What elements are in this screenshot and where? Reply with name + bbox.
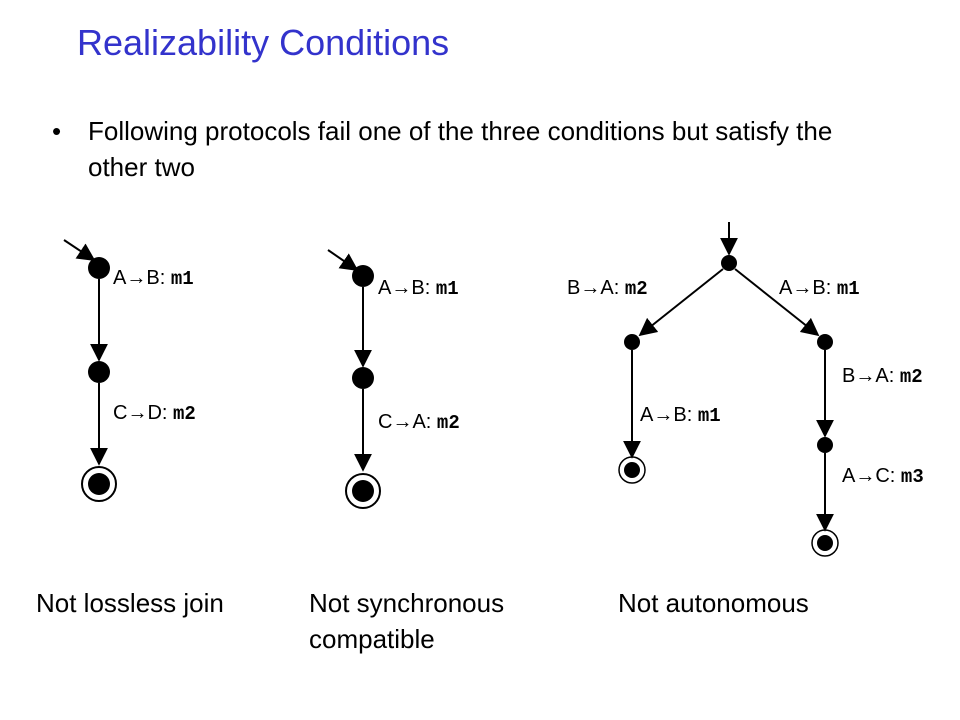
receiver: A [875,365,889,387]
transition-label: A→C: m3 [842,465,924,488]
transition-label: B→A: m2 [842,365,923,388]
separator: : [162,402,173,424]
sender: B [842,365,855,387]
arrow-icon: → [653,404,673,426]
state-node [352,367,374,389]
transition-label: A→B: m1 [378,277,459,300]
separator: : [890,465,901,487]
caption-not-synchronous-compatible: Not synchronous compatible [309,588,505,654]
arrow-icon: → [391,277,411,299]
message: m1 [171,268,194,290]
state-node [88,361,110,383]
state-node [88,257,110,279]
sender: A [640,404,654,426]
diagram-not-autonomous: B→A: m2 A→B: m1 A→B: m1 B→A: m2 A→C: m3 [567,222,924,557]
transition-edge [638,268,724,337]
message: m2 [900,366,923,388]
receiver: A [412,411,426,433]
separator: : [160,267,171,289]
state-node [817,334,833,350]
final-state-node [817,535,833,551]
transition-label: B→A: m2 [567,277,648,300]
receiver: B [146,267,159,289]
final-state-ring [618,456,646,484]
final-state-node [624,462,640,478]
arrow-icon: → [792,277,812,299]
sender: A [779,277,793,299]
separator: : [826,277,837,299]
arrow-icon: → [127,402,147,424]
sender: B [567,277,580,299]
slide-title: Realizability Conditions [77,22,450,63]
arrow-icon: → [580,277,600,299]
message: m1 [698,405,721,427]
separator: : [425,277,436,299]
message: m2 [173,403,196,425]
state-node [817,437,833,453]
receiver: B [812,277,825,299]
diagram-not-lossless-join: A→B: m1 C→D: m2 [63,239,196,502]
transition-label: C→A: m2 [378,411,460,434]
separator: : [687,404,698,426]
transition-label: C→D: m2 [113,402,196,425]
state-node [624,334,640,350]
transition-label: A→B: m1 [640,404,721,427]
arrow-icon: → [126,267,146,289]
message: m1 [436,278,459,300]
initial-arrow [327,249,359,272]
sender: C [113,402,127,424]
arrow-icon: → [855,365,875,387]
initial-arrow [63,239,96,261]
transition-label: A→B: m1 [779,277,860,300]
message: m3 [901,466,924,488]
sender: A [113,267,127,289]
separator: : [426,411,437,433]
final-state-node [352,480,374,502]
receiver: B [673,404,686,426]
transition-edge [734,268,820,337]
transition-label: A→B: m1 [113,267,194,290]
receiver: C [875,465,889,487]
message: m1 [837,278,860,300]
state-node [721,255,737,271]
bullet-dot: • [52,116,62,146]
receiver: B [411,277,424,299]
sender: A [378,277,392,299]
arrow-icon: → [855,465,875,487]
final-state-ring [81,466,117,502]
arrow-icon: → [392,411,412,433]
diagram-not-synchronous-compatible: A→B: m1 C→A: m2 [327,249,460,509]
final-state-ring [811,529,839,557]
sender: C [378,411,392,433]
final-state-node [88,473,110,495]
caption-not-lossless-join: Not lossless join [36,588,224,618]
message: m2 [437,412,460,434]
receiver: D [147,402,161,424]
sender: A [842,465,856,487]
final-state-ring [345,473,381,509]
caption-not-autonomous: Not autonomous [618,588,809,618]
receiver: A [600,277,614,299]
bullet-text: Following protocols fail one of the thre… [88,116,833,182]
message: m2 [625,278,648,300]
separator: : [889,365,900,387]
state-node [352,265,374,287]
separator: : [614,277,625,299]
